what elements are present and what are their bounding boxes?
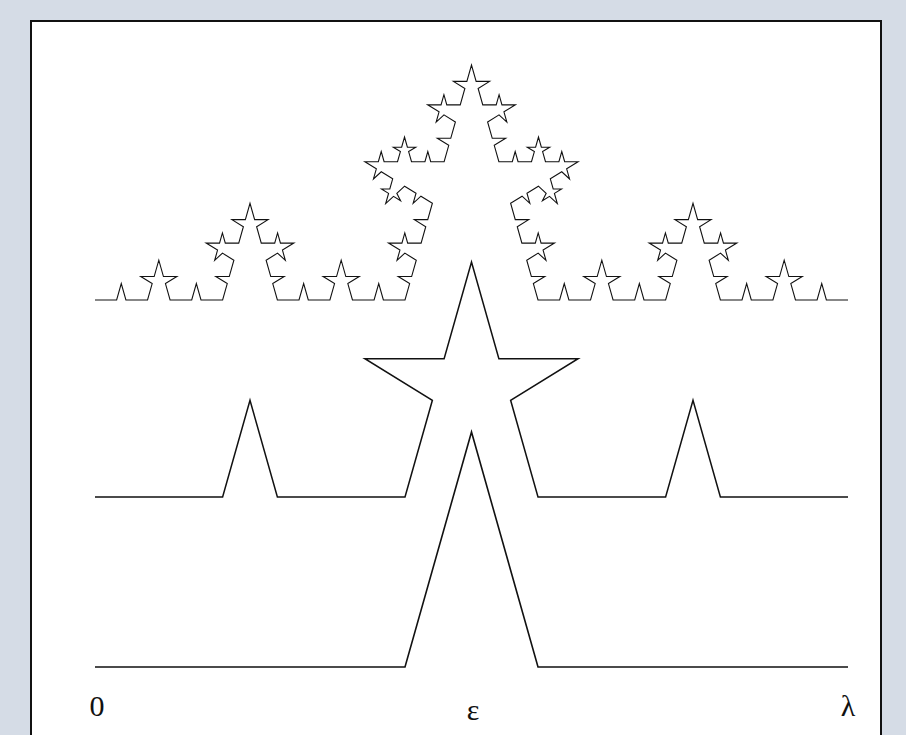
axis-label: ε: [467, 694, 480, 726]
fractal-curve: [95, 65, 848, 300]
axis-label: λ: [841, 690, 856, 722]
figure-panel: [30, 20, 882, 735]
second-iteration-curve: [95, 262, 848, 497]
generator-curve: [95, 432, 848, 667]
axis-label: 0: [90, 690, 105, 722]
